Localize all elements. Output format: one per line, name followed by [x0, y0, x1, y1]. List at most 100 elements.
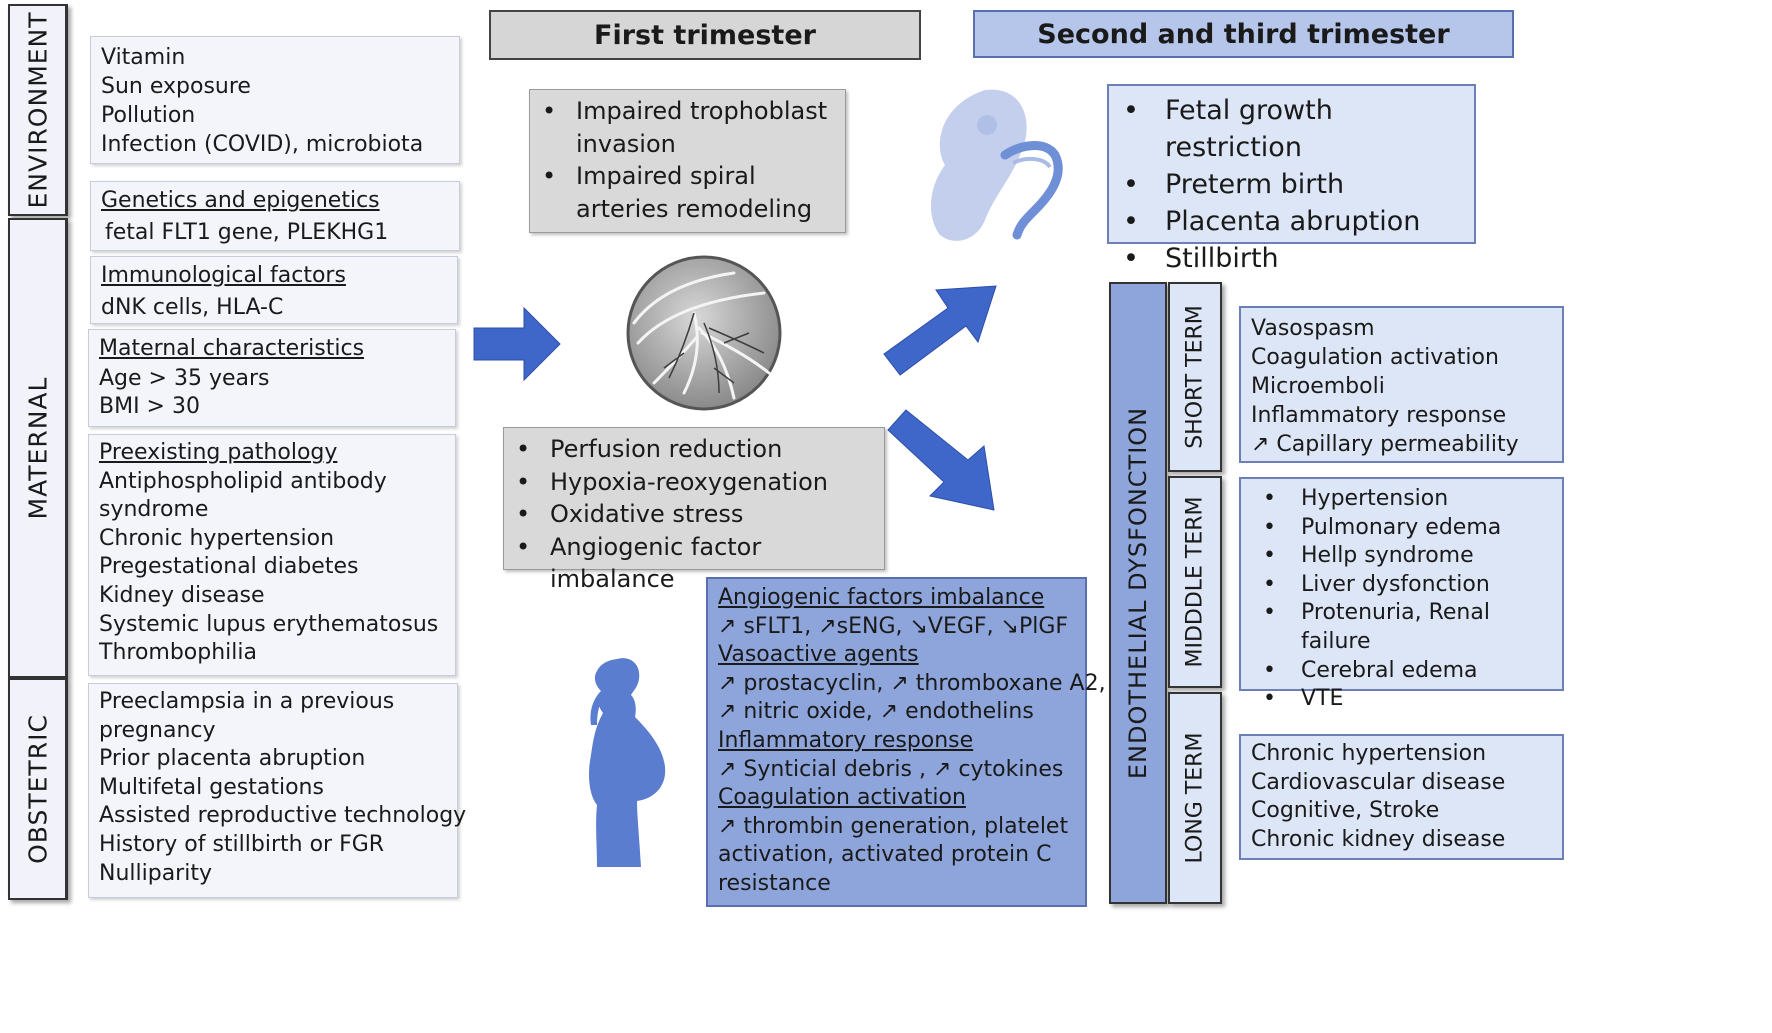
- pregnant-woman-silhouette: [589, 658, 666, 867]
- mechanism-item: Hypoxia-reoxygenation: [504, 466, 884, 499]
- mechanism-item: Oxidative stress: [504, 498, 884, 531]
- factor-line: History of stillbirth or FGR: [99, 831, 385, 857]
- genetics-box: Genetics and epigenetics fetal FLT1 gene…: [90, 181, 460, 251]
- factor-line: Antiphospholipid antibody: [99, 468, 387, 494]
- first-trimester-item-line: invasion: [576, 129, 676, 158]
- genetics-title: Genetics and epigenetics: [101, 188, 380, 213]
- factor-line: pregnancy: [99, 717, 216, 743]
- arrow-right-icon: [473, 306, 561, 382]
- factor-line: Pollution: [101, 103, 196, 128]
- mediators-line: ↗ Synticial debris , ↗ cytokines: [718, 756, 1064, 782]
- factor-line: Thrombophilia: [99, 640, 257, 666]
- middle-term-item: Protenuria, Renal failure: [1251, 599, 1552, 656]
- mechanism-item: Perfusion reduction: [504, 433, 884, 466]
- middle-term-label: MIDDDLE TERM: [1182, 496, 1208, 668]
- short-term-item: Microemboli: [1251, 374, 1385, 399]
- obstetric-factors-box: Preeclampsia in a previous pregnancy Pri…: [88, 683, 467, 898]
- outcome-item: Fetal growth restriction: [1109, 92, 1474, 166]
- middle-term-item: Cerebral edema: [1251, 657, 1552, 686]
- preexisting-pathology-box: Preexisting pathology Antiphospholipid a…: [88, 434, 456, 676]
- mediators-section-title: Coagulation activation: [718, 785, 966, 811]
- factor-line: Infection (COVID), microbiota: [101, 132, 424, 157]
- first-trimester-item-line: Impaired spiral: [576, 162, 756, 190]
- middle-term-bar: MIDDDLE TERM: [1168, 476, 1222, 688]
- short-term-label: SHORT TERM: [1182, 305, 1208, 449]
- second-third-trimester-header: Second and third trimester: [973, 10, 1514, 58]
- first-trimester-item: Impaired spiral arteries remodeling: [530, 160, 845, 225]
- factor-line: Preeclampsia in a previous: [99, 689, 395, 714]
- factor-line: BMI > 30: [99, 394, 200, 419]
- outcome-item: Placenta abruption: [1109, 203, 1474, 240]
- factor-line: syndrome: [99, 497, 209, 523]
- maternal-characteristics-box: Maternal characteristics Age > 35 years …: [88, 329, 456, 427]
- factor-line: Age > 35 years: [99, 366, 270, 391]
- mediators-line: ↗ sFLT1, ↗sENG, ↘VEGF, ↘PlGF: [718, 613, 1069, 639]
- outcome-item: Preterm birth: [1109, 166, 1474, 203]
- long-term-item: Chronic hypertension: [1251, 741, 1487, 766]
- factor-line: Assisted reproductive technology: [99, 803, 467, 829]
- outcomes-box: Fetal growth restriction Preterm birth P…: [1107, 84, 1476, 277]
- mechanism-item: Angiogenic factor imbalance: [504, 531, 884, 596]
- first-trimester-item-line: Impaired trophoblast: [576, 97, 828, 125]
- first-trimester-item: Impaired trophoblast invasion: [530, 95, 845, 160]
- category-obstetric: OBSTETRIC: [8, 678, 68, 900]
- mediators-box: Angiogenic factors imbalance ↗ sFLT1, ↗s…: [706, 577, 1106, 907]
- mediators-line: resistance: [718, 870, 831, 896]
- long-term-item: Chronic kidney disease: [1251, 826, 1506, 852]
- maternal-characteristics-title: Maternal characteristics: [99, 336, 365, 361]
- long-term-label: LONG TERM: [1182, 732, 1208, 864]
- mediators-section-title: Angiogenic factors imbalance: [718, 585, 1045, 610]
- factor-line: Pregestational diabetes: [99, 554, 359, 580]
- factor-line: Nulliparity: [99, 860, 212, 886]
- endothelial-dysfunction-label: ENDOTHELIAL DYSFONCTION: [1124, 406, 1152, 780]
- mediators-line: ↗ nitric oxide, ↗ endothelins: [718, 699, 1034, 725]
- factor-line: Vitamin: [101, 45, 186, 70]
- mediators-line: ↗ thrombin generation, platelet: [718, 813, 1069, 839]
- middle-term-item: VTE: [1251, 685, 1552, 714]
- category-maternal: MATERNAL: [8, 218, 68, 678]
- arrow-up-right-icon: [883, 285, 997, 376]
- factor-line: Chronic hypertension: [99, 525, 335, 551]
- mechanism-box: Perfusion reduction Hypoxia-reoxygenatio…: [503, 427, 885, 593]
- immunological-title: Immunological factors: [101, 263, 346, 288]
- preexisting-title: Preexisting pathology: [99, 440, 338, 465]
- middle-term-item: Hellp syndrome: [1251, 542, 1552, 571]
- first-trimester-box: Impaired trophoblast invasion Impaired s…: [529, 89, 846, 233]
- factor-line: dNK cells, HLA-C: [101, 295, 284, 320]
- mediators-section-title: Inflammatory response: [718, 727, 974, 753]
- long-term-bar: LONG TERM: [1168, 692, 1222, 904]
- short-term-item: Vasospasm: [1251, 316, 1375, 341]
- middle-term-box: Hypertension Pulmonary edema Hellp syndr…: [1239, 477, 1564, 713]
- category-obstetric-label: OBSTETRIC: [23, 714, 52, 864]
- fetus-illustration: [930, 89, 1063, 241]
- first-trimester-header: First trimester: [489, 10, 921, 60]
- long-term-item: Cardiovascular disease: [1251, 769, 1506, 795]
- immunological-box: Immunological factors dNK cells, HLA-C: [90, 256, 458, 324]
- factor-line: Prior placenta abruption: [99, 746, 366, 772]
- mediators-line: activation, activated protein C: [718, 842, 1052, 868]
- category-environment-label: ENVIRONMENT: [23, 11, 52, 209]
- short-term-item: ↗ Capillary permeability: [1251, 432, 1519, 457]
- factor-line: fetal FLT1 gene, PLEKHG1: [105, 220, 389, 245]
- short-term-box: Vasospasm Coagulation activation Microem…: [1239, 306, 1564, 463]
- environment-factors-box: Vitamin Sun exposure Pollution Infection…: [90, 36, 460, 164]
- arrow-down-right-icon: [887, 409, 995, 511]
- middle-term-item: Liver dysfonction: [1251, 571, 1552, 600]
- mediators-line: ↗ prostacyclin, ↗ thromboxane A2,: [718, 670, 1106, 696]
- factor-line: Kidney disease: [99, 582, 265, 608]
- short-term-item: Coagulation activation: [1251, 345, 1499, 370]
- first-trimester-item-line: arteries remodeling: [576, 194, 813, 223]
- short-term-item: Inflammatory response: [1251, 403, 1507, 428]
- long-term-item: Cognitive, Stroke: [1251, 798, 1440, 824]
- outcome-item: Stillbirth: [1109, 240, 1474, 277]
- factor-line: Systemic lupus erythematosus: [99, 611, 439, 637]
- category-environment: ENVIRONMENT: [8, 4, 68, 216]
- middle-term-item: Pulmonary edema: [1251, 514, 1552, 543]
- short-term-bar: SHORT TERM: [1168, 282, 1222, 472]
- factor-line: Sun exposure: [101, 74, 251, 99]
- placenta-illustration: [626, 255, 782, 411]
- category-maternal-label: MATERNAL: [23, 376, 52, 520]
- factor-line: Multifetal gestations: [99, 774, 324, 800]
- long-term-box: Chronic hypertension Cardiovascular dise…: [1239, 734, 1564, 860]
- middle-term-item: Hypertension: [1251, 485, 1552, 514]
